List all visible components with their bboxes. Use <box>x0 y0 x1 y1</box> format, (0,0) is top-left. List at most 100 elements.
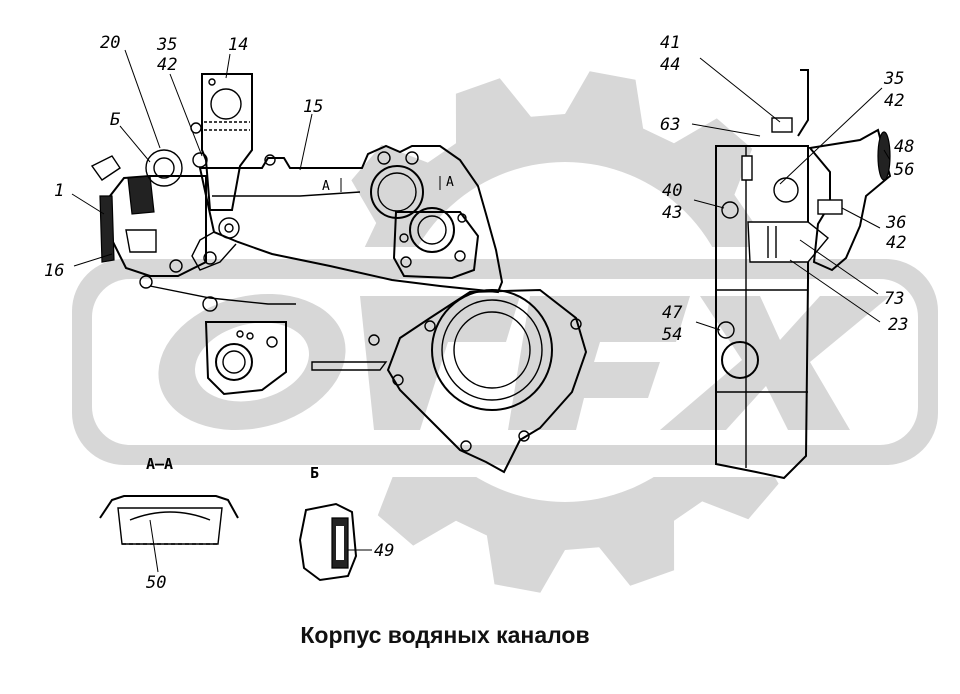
watermark-letter-p <box>360 296 520 430</box>
crankshaft-seal-housing <box>368 288 588 474</box>
callout-63: 63 <box>660 115 680 135</box>
leader-b <box>119 125 151 163</box>
callout-44: 44 <box>660 55 680 75</box>
callout-36: 36 <box>885 213 906 233</box>
bypass-pipe-body <box>108 175 207 277</box>
callout-1: 1 <box>54 181 64 201</box>
bolt-36 <box>817 199 843 215</box>
leader-40-43 <box>693 199 725 209</box>
leader-20 <box>124 49 161 149</box>
callout-73: 73 <box>884 289 904 309</box>
bolt-hole <box>192 152 208 168</box>
pipe-flange <box>125 229 157 253</box>
thermostat-bore-outer <box>370 165 424 219</box>
bolt-hole <box>236 330 244 338</box>
housing-upper-outline <box>198 144 504 294</box>
leader-35-42-right <box>779 87 883 185</box>
callout-15: 15 <box>303 97 323 117</box>
callout-41: 41 <box>660 33 680 53</box>
seal-ring-47 <box>717 321 735 339</box>
plug-50-cup <box>129 511 211 521</box>
watermark-letter-e <box>508 296 690 430</box>
callout-42-right: 42 <box>884 91 904 111</box>
drain-bore <box>721 341 759 379</box>
pump-cover <box>202 296 388 396</box>
bolt-hole-35 <box>773 177 799 203</box>
pump-outlet-bore-outer <box>409 207 455 253</box>
bolt-hole <box>264 154 276 166</box>
callout-35: 35 <box>156 35 177 55</box>
bracket-rivet <box>208 78 216 86</box>
watermark-letter-x <box>660 296 890 430</box>
section-aa-detail: А–А <box>99 455 239 573</box>
pipe-end-b-bore <box>153 157 175 179</box>
bolt-hole <box>246 332 254 340</box>
bolt-hole <box>424 320 436 332</box>
leader-1 <box>71 193 105 215</box>
housing-rib <box>212 191 361 197</box>
callout-35-right: 35 <box>883 69 904 89</box>
leader-23 <box>789 259 881 323</box>
leader-14 <box>225 53 231 79</box>
plug-49-body <box>298 502 358 582</box>
watermark-logo <box>60 71 950 593</box>
thermostat-housing-side-view <box>715 69 892 480</box>
leader-35-42 <box>169 73 203 157</box>
side-view-body <box>715 145 809 480</box>
leader-48-56 <box>883 149 891 161</box>
pump-cover-bore-inner <box>222 350 246 374</box>
leader-15 <box>299 113 313 171</box>
leader-16 <box>73 253 113 267</box>
bolt-hole <box>377 151 391 165</box>
bolt-hole <box>202 296 218 312</box>
bolt-hole <box>454 250 466 262</box>
callout-40: 40 <box>662 181 682 201</box>
seal-bore <box>453 311 531 389</box>
bolt-hole <box>368 334 380 346</box>
bolt-hole <box>460 440 472 452</box>
bolt-hole <box>266 336 278 348</box>
leader-47-54 <box>695 321 721 331</box>
callout-43: 43 <box>662 203 682 223</box>
section-letter-a-left: А <box>322 179 330 194</box>
plate-slot <box>311 361 388 371</box>
leader-73 <box>799 239 879 295</box>
hose-clamp-left <box>99 195 115 263</box>
bypass-pipe-assembly <box>90 122 296 305</box>
clamp-screw <box>90 155 121 181</box>
callout-14: 14 <box>228 35 248 55</box>
bolt-hole-40 <box>721 201 739 219</box>
plug-50-top <box>99 495 239 519</box>
outlet-hose-end <box>877 131 891 181</box>
bolt-hole <box>518 430 530 442</box>
leader-36-42 <box>841 207 881 229</box>
bolt-hole <box>405 151 419 165</box>
housing-left-lug <box>191 231 237 271</box>
bolt-hole <box>169 259 183 273</box>
callout-47: 47 <box>662 303 683 323</box>
callout-48: 48 <box>894 137 914 157</box>
pump-outlet-bore-inner <box>417 215 447 245</box>
section-aa-title: А–А <box>146 455 173 473</box>
pipe-end-b <box>145 149 183 187</box>
hose-clamp-upper <box>127 175 155 215</box>
bracket-outline <box>201 73 253 211</box>
view-b-title: Б <box>310 464 319 482</box>
callout-20: 20 <box>100 33 120 53</box>
leader-41-44 <box>699 57 781 123</box>
bolt-hole <box>457 213 467 223</box>
lifting-eye-bolt <box>797 69 809 137</box>
callout-view-b: Б <box>110 110 121 130</box>
bolt-hole <box>570 318 582 330</box>
bolt-hole <box>399 233 409 243</box>
pump-cover-plate <box>204 321 287 396</box>
bolt-hole <box>392 374 404 386</box>
mounting-bracket <box>201 73 253 211</box>
callout-54: 54 <box>662 325 682 345</box>
bolt-41 <box>771 117 793 133</box>
lower-edge-line <box>149 285 296 305</box>
water-channel-housing: А А <box>191 144 504 294</box>
view-b-detail: Б <box>298 464 372 582</box>
callout-50: 50 <box>146 573 166 593</box>
section-letter-a-right: А <box>446 175 454 190</box>
